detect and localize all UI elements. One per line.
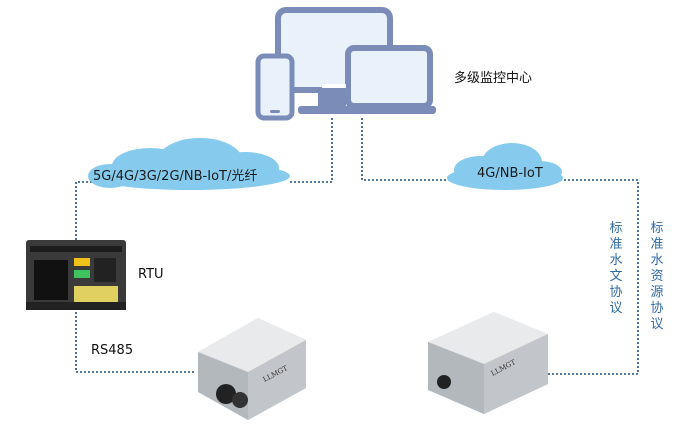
cloud-right-label: 4G/NB-IoT xyxy=(477,166,543,181)
protocol-hydrology-label: 标准水文协议 xyxy=(609,221,623,316)
rtu-label: RTU xyxy=(138,267,164,282)
cloud-left-shape xyxy=(88,138,290,190)
monitoring-center-label: 多级监控中心 xyxy=(454,71,533,86)
protocol-water-resource-label: 标准水资源协议 xyxy=(650,221,664,332)
rtu-device-image xyxy=(26,240,126,310)
link-left-cloud-rtu xyxy=(75,181,100,240)
monitoring-center-icon xyxy=(255,7,436,121)
cloud-left-label: 5G/4G/3G/2G/NB-IoT/光纤 xyxy=(93,169,258,184)
link-rtu-device xyxy=(75,312,195,373)
sensor-device-right-image xyxy=(428,312,548,414)
cloud-right-shape xyxy=(447,143,563,190)
link-center-left-cloud xyxy=(290,118,333,183)
rs485-label: RS485 xyxy=(91,343,134,358)
link-center-right-cloud xyxy=(361,118,452,181)
sensor-device-left-image xyxy=(198,318,306,420)
link-right-cloud-device xyxy=(548,179,639,375)
